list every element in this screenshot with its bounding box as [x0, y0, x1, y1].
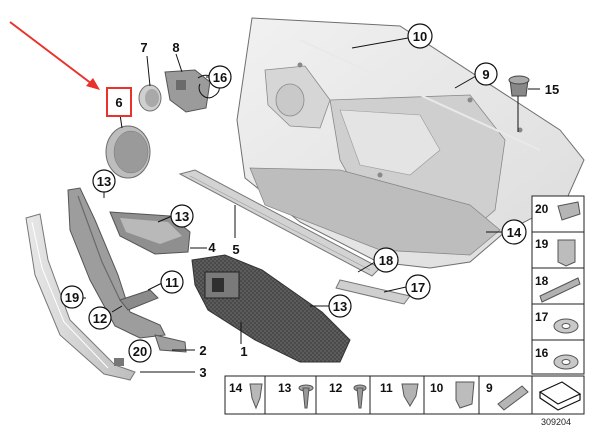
svg-text:20: 20 [133, 344, 147, 359]
strip [335, 279, 411, 305]
callout-6-highlighted: 6 [106, 87, 132, 117]
bottom-label-12: 12 [329, 381, 343, 395]
armrest-support [67, 187, 166, 339]
bottom-label-11: 11 [380, 381, 393, 395]
svg-text:15: 15 [545, 82, 559, 97]
callout-8: 8 [172, 40, 179, 55]
callout-14: 14 [501, 219, 527, 245]
reference-number: 309204 [541, 417, 571, 427]
strip-18-icon [539, 277, 581, 303]
speaker-cover [138, 84, 162, 112]
svg-text:6: 6 [115, 95, 122, 110]
callout-3: 3 [199, 365, 206, 380]
callout-2: 2 [199, 343, 206, 358]
clip [508, 75, 530, 97]
side-label-16: 16 [535, 346, 549, 360]
clip-10-icon [455, 381, 475, 409]
svg-text:16: 16 [213, 70, 227, 85]
push-clip-14-icon [249, 383, 263, 410]
clip-9-icon [497, 385, 529, 411]
bottom-label-10: 10 [430, 381, 444, 395]
callout-7: 7 [140, 40, 147, 55]
side-label-20: 20 [535, 202, 549, 216]
svg-text:10: 10 [413, 29, 427, 44]
side-label-18: 18 [535, 274, 549, 288]
bottom-label-14: 14 [229, 381, 243, 395]
callout-17: 17 [405, 274, 431, 300]
svg-text:13: 13 [97, 174, 111, 189]
long-trim [25, 213, 136, 381]
bottom-label-9: 9 [486, 381, 493, 395]
svg-text:14: 14 [507, 225, 522, 240]
callout-19: 19 [60, 285, 84, 309]
svg-text:3: 3 [199, 365, 206, 380]
svg-text:1: 1 [240, 344, 247, 359]
svg-text:2: 2 [199, 343, 206, 358]
speaker-grille [105, 125, 151, 179]
clip-19-icon [557, 239, 576, 267]
callout-16: 16 [208, 65, 232, 89]
callout-5: 5 [232, 242, 239, 257]
lever [119, 289, 159, 311]
door-handle [109, 211, 191, 255]
lower-bracket [154, 334, 187, 353]
highlight-arrow [9, 21, 100, 90]
callout-10: 10 [407, 23, 433, 49]
svg-text:13: 13 [333, 299, 347, 314]
door-panel [236, 17, 585, 269]
side-label-19: 19 [535, 237, 549, 251]
svg-text:9: 9 [482, 67, 489, 82]
screw-12-icon [356, 387, 364, 409]
callout-4: 4 [208, 240, 216, 255]
side-fastener-panel: 20 19 18 17 16 [531, 195, 585, 375]
bottom-label-13: 13 [278, 381, 292, 395]
svg-text:8: 8 [172, 40, 179, 55]
svg-text:13: 13 [175, 209, 189, 224]
svg-text:17: 17 [411, 280, 425, 295]
side-label-17: 17 [535, 310, 549, 324]
callout-9: 9 [474, 62, 498, 86]
callout-12: 12 [88, 306, 112, 330]
callout-13-panel: 13 [328, 294, 352, 318]
callout-13-left: 13 [92, 169, 116, 193]
svg-text:5: 5 [232, 242, 239, 257]
svg-text:18: 18 [379, 253, 393, 268]
clip-20-icon [557, 201, 581, 221]
speaker-bracket [164, 69, 211, 113]
svg-text:4: 4 [208, 240, 216, 255]
clip-11-icon [401, 383, 419, 407]
screw-13-icon [302, 387, 310, 409]
callout-1: 1 [240, 344, 247, 359]
callout-20: 20 [128, 339, 152, 363]
svg-text:11: 11 [165, 275, 179, 290]
callout-18: 18 [373, 247, 399, 273]
bottom-fastener-panel: 14 13 12 11 10 9 [224, 375, 585, 415]
callout-11: 11 [160, 270, 184, 294]
svg-text:12: 12 [93, 311, 107, 326]
svg-text:7: 7 [140, 40, 147, 55]
svg-text:19: 19 [65, 290, 79, 305]
switch-panel [191, 254, 351, 363]
callout-15: 15 [545, 82, 559, 97]
callout-13-handle: 13 [170, 204, 194, 228]
